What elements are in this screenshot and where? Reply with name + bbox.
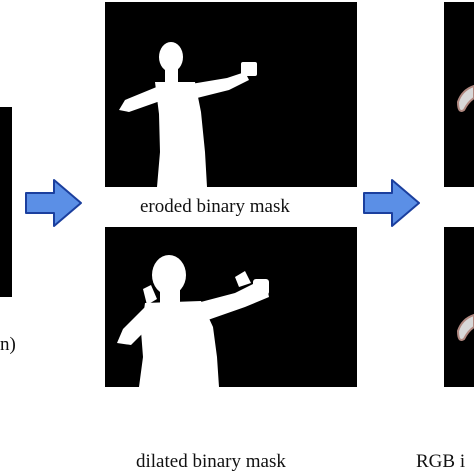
eroded-mask-caption: eroded binary mask (140, 196, 290, 217)
rgb-output-panel-top (444, 2, 474, 187)
eroded-silhouette (119, 42, 257, 187)
left-panel-caption: n) (0, 334, 16, 355)
dilated-silhouette (117, 255, 269, 387)
rgb-output-caption: RGB i (416, 451, 466, 472)
rgb-fragment-top (456, 84, 474, 112)
rgb-output-panel-bottom (444, 227, 474, 387)
eroded-mask-panel (105, 2, 357, 187)
dilated-mask-panel (105, 227, 357, 387)
dilated-mask-caption: dilated binary mask (136, 451, 286, 472)
right-arrow-icon (25, 179, 82, 227)
right-arrow-icon (363, 179, 420, 227)
left-input-panel (0, 107, 12, 297)
rgb-fragment-bottom (456, 313, 474, 341)
